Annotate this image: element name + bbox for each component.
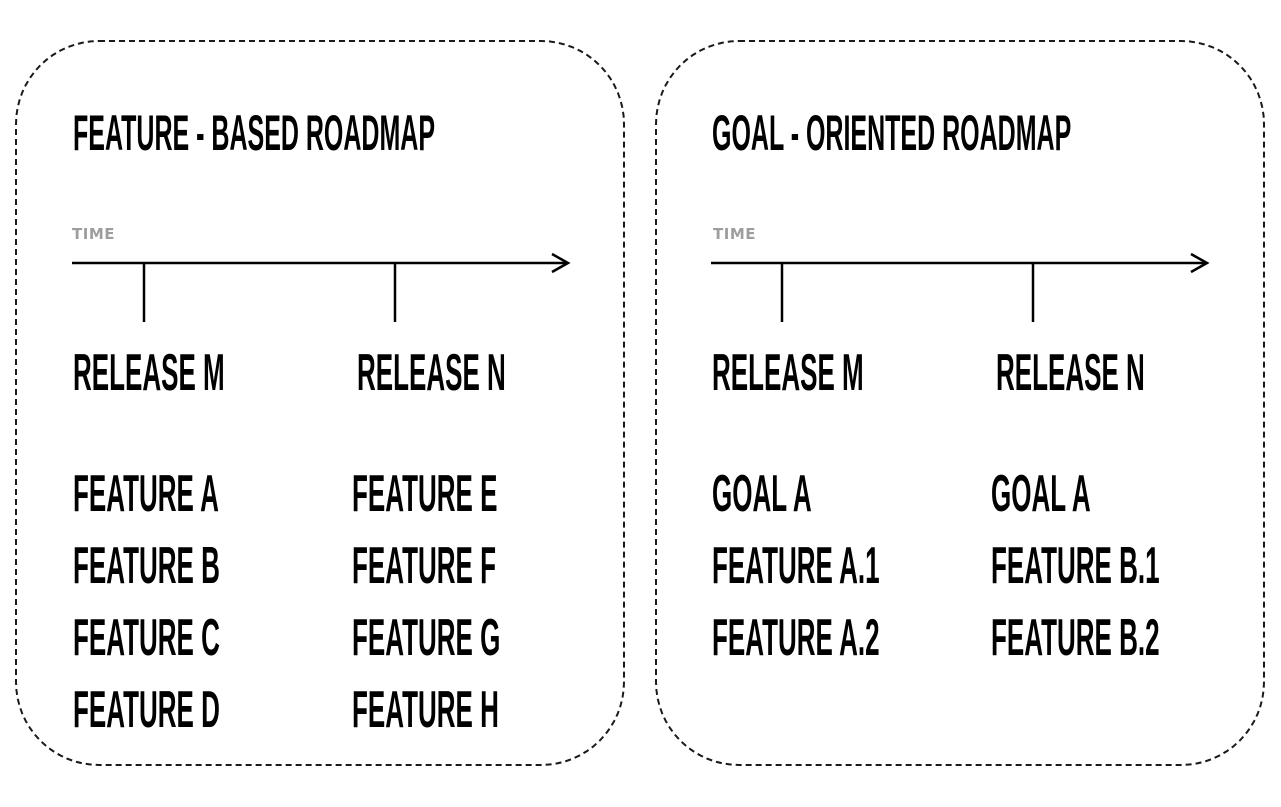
list-item: FEATURE D <box>73 681 220 739</box>
release-m-label: RELEASE M <box>712 344 864 402</box>
timeline-arrow-icon <box>1190 252 1210 274</box>
list-item: FEATURE B <box>73 537 220 595</box>
list-item: FEATURE E <box>352 465 498 523</box>
list-item: FEATURE B.1 <box>991 537 1160 595</box>
list-item: FEATURE A.2 <box>712 609 880 667</box>
list-item: FEATURE A <box>73 465 219 523</box>
list-item: FEATURE H <box>352 681 499 739</box>
timeline-arrow-icon <box>551 252 571 274</box>
release-n-label: RELEASE N <box>357 344 506 402</box>
list-item: FEATURE C <box>73 609 220 667</box>
timeline-axis <box>711 252 1210 322</box>
list-item: FEATURE A.1 <box>712 537 880 595</box>
goal-oriented-roadmap-panel <box>655 40 1265 766</box>
timeline-axis <box>72 252 571 322</box>
time-axis-label: TIME <box>713 225 756 243</box>
goal-oriented-roadmap-title: GOAL - ORIENTED ROADMAP <box>712 105 1072 161</box>
time-axis-label: TIME <box>72 225 115 243</box>
list-item: FEATURE F <box>352 537 496 595</box>
feature-based-roadmap-title: FEATURE - BASED ROADMAP <box>73 105 436 161</box>
list-item: FEATURE G <box>352 609 501 667</box>
list-item: FEATURE B.2 <box>991 609 1160 667</box>
list-item: GOAL A <box>712 465 812 523</box>
release-n-label: RELEASE N <box>996 344 1145 402</box>
list-item: GOAL A <box>991 465 1091 523</box>
release-m-label: RELEASE M <box>73 344 225 402</box>
feature-based-roadmap-panel <box>15 40 625 766</box>
